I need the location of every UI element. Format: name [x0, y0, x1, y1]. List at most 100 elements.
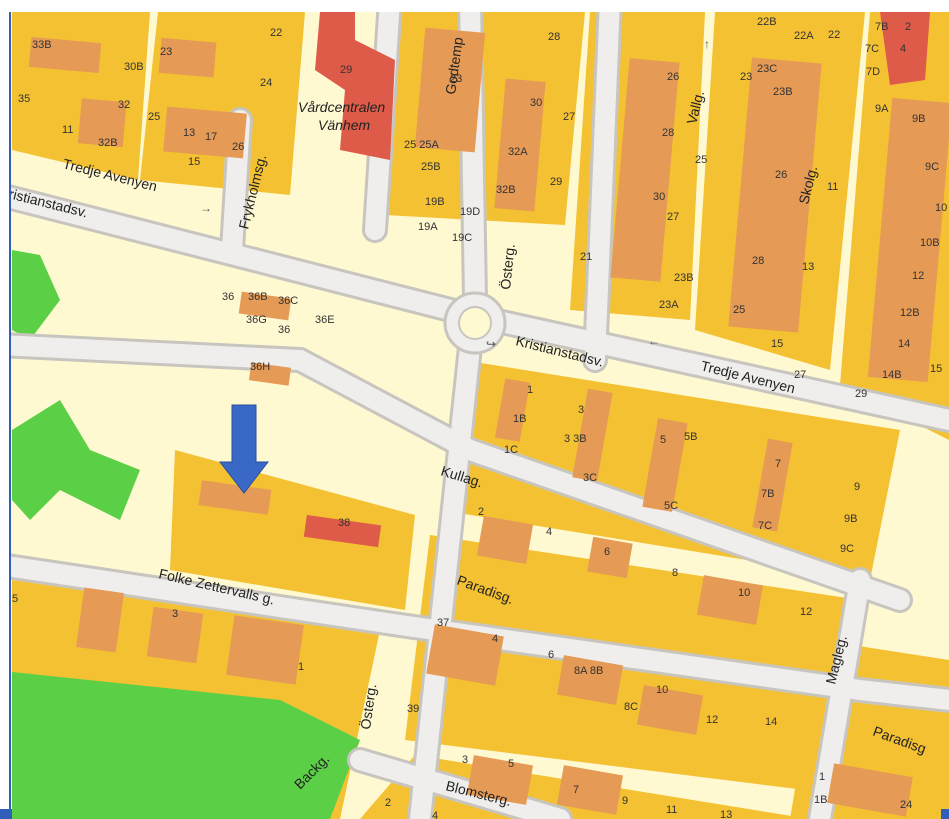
park-areas: [12, 250, 360, 819]
landmark-name-line2: Vänhem: [318, 117, 370, 133]
house-number-label: 10B: [920, 237, 940, 249]
house-number-label: 36B: [248, 291, 268, 303]
house-number-label: 26: [775, 169, 787, 181]
house-number-label: 38: [338, 517, 350, 529]
buildings: [28, 27, 949, 817]
house-number-label: 14: [765, 716, 777, 728]
house-number-label: 36G: [246, 314, 267, 326]
frame-corner-right: [941, 809, 949, 819]
house-number-label: 9: [622, 795, 628, 807]
house-number-label: 15: [188, 156, 200, 168]
house-number-label: 33B: [32, 39, 52, 51]
house-number-label: 23B: [674, 272, 694, 284]
house-number-label: 36H: [250, 361, 270, 373]
house-number-label: 3: [172, 608, 178, 620]
house-number-label: 11: [62, 124, 73, 136]
house-number-label: 7: [573, 784, 579, 796]
house-number-label: 7C: [758, 520, 772, 532]
house-number-label: 32: [118, 99, 130, 111]
roundabout-center: [458, 306, 492, 340]
house-number-label: 6: [604, 546, 610, 558]
house-number-label: 22: [828, 29, 840, 41]
house-number-label: 5: [508, 758, 514, 770]
house-number-label: 2: [905, 21, 911, 33]
house-number-label: 28: [662, 127, 674, 139]
house-number-label: 7B: [875, 21, 888, 33]
house-number-label: 5C: [664, 500, 678, 512]
house-number-label: 36: [222, 291, 234, 303]
landmark-name-line1: Vårdcentralen: [298, 99, 385, 115]
house-number-label: 15: [930, 363, 942, 375]
house-number-label: 15: [771, 338, 783, 350]
house-number-label: 17: [205, 131, 217, 143]
house-number-label: 26: [232, 141, 244, 153]
house-number-label: 1C: [504, 444, 518, 456]
house-number-label: 23C: [757, 63, 777, 75]
house-number-label: 5B: [684, 431, 697, 443]
house-number-label: 19D: [460, 206, 480, 218]
street-label-godtemp: Godtemp: [442, 36, 466, 95]
house-number-label: 24: [260, 77, 272, 89]
house-number-label: 8C: [624, 701, 638, 713]
health-centre-building: [303, 12, 930, 548]
house-number-label: 21: [580, 251, 592, 263]
house-number-label: 22B: [757, 16, 777, 28]
house-number-label: 4: [900, 43, 906, 55]
house-number-label: 12: [800, 606, 812, 618]
house-number-label: 35: [18, 93, 30, 105]
house-number-label: 23: [450, 73, 462, 85]
house-number-label: 9B: [844, 513, 857, 525]
house-number-label: 13: [802, 261, 814, 273]
house-number-label: 9C: [925, 161, 939, 173]
house-number-label: 9B: [912, 113, 925, 125]
house-number-label: 11: [827, 181, 838, 193]
house-number-label: 3 3B: [564, 433, 587, 445]
house-number-label: 3: [578, 404, 584, 416]
house-number-label: 32B: [496, 184, 516, 196]
house-number-label: 4: [432, 810, 438, 819]
house-number-label: 29: [340, 64, 352, 76]
house-number-label: 1: [527, 384, 533, 396]
house-number-label: 9C: [840, 543, 854, 555]
house-number-label: 22: [270, 27, 282, 39]
house-number-label: 14B: [882, 369, 902, 381]
house-number-label: 23A: [659, 299, 679, 311]
house-number-label: 4: [492, 633, 498, 645]
house-number-label: 13: [183, 127, 195, 139]
house-number-label: 27: [563, 111, 575, 123]
house-number-label: 7: [775, 458, 781, 470]
house-number-label: 7D: [866, 66, 880, 78]
svg-text:←: ←: [648, 334, 660, 348]
house-number-label: 25: [733, 304, 745, 316]
house-number-label: 7B: [761, 488, 774, 500]
house-number-label: 10: [656, 684, 668, 696]
house-number-label: 9A: [875, 103, 889, 115]
house-number-label: 3: [462, 754, 468, 766]
house-number-label: 1: [298, 661, 304, 673]
house-number-label: 1B: [513, 413, 526, 425]
oneway-arrows: → ← ↪ ↑: [200, 37, 710, 351]
house-number-label: 28: [548, 31, 560, 43]
house-number-label: 13: [720, 809, 732, 819]
house-number-label: 27: [667, 211, 679, 223]
svg-text:↑: ↑: [704, 37, 710, 51]
house-number-label: 32B: [98, 137, 118, 149]
street-label-valig: Vallg.: [683, 89, 707, 126]
house-number-label: 22A: [794, 30, 814, 42]
house-number-label: 9: [854, 481, 860, 493]
house-number-label: 11: [666, 804, 677, 816]
house-number-label: 12: [706, 714, 718, 726]
house-number-label: 28: [752, 255, 764, 267]
house-number-label: 5: [12, 593, 18, 605]
house-number-label: 19A: [418, 221, 438, 233]
house-number-label: 4: [546, 526, 552, 538]
house-number-labels: 3033B30B2322353225241132B131726152928233…: [12, 3, 947, 819]
house-number-label: 8: [672, 567, 678, 579]
house-number-label: 36E: [315, 314, 335, 326]
house-number-label: 8A 8B: [574, 665, 603, 677]
house-number-label: 10: [738, 587, 750, 599]
down-arrow-icon: [218, 404, 270, 494]
frame-border-left: [0, 0, 11, 819]
